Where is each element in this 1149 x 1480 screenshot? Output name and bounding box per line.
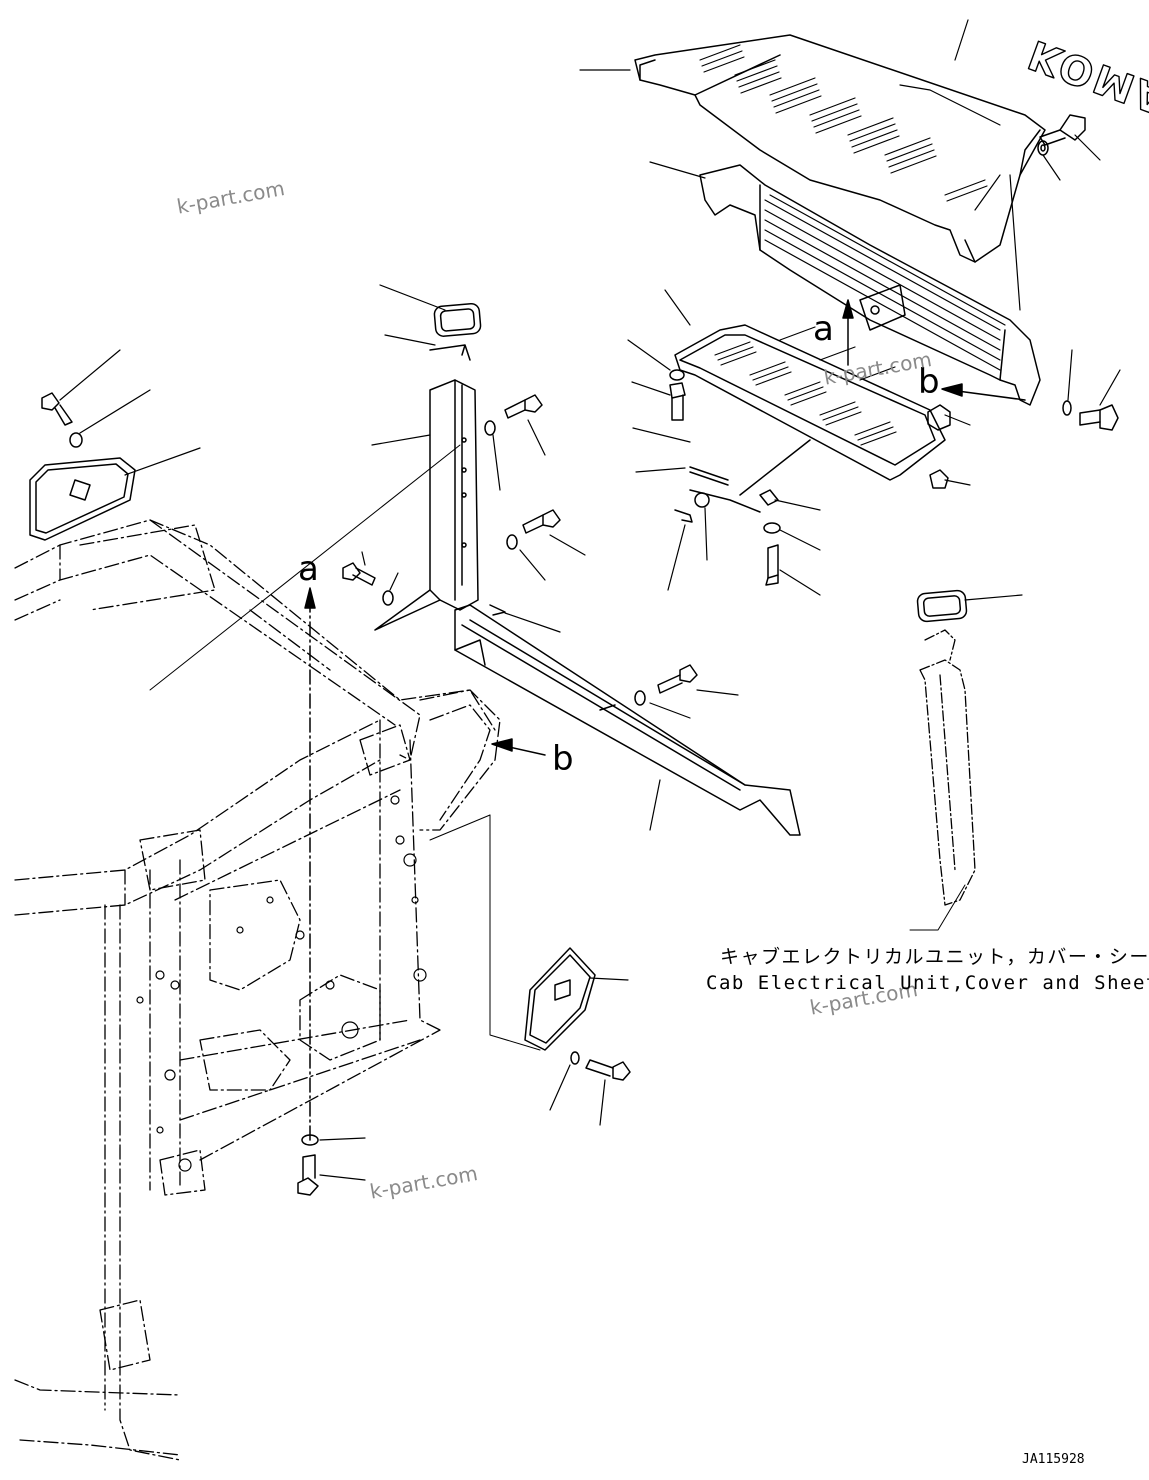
bolt-top-right (1039, 114, 1086, 146)
bolt-stud (765, 544, 779, 586)
ref-label-a-upper: a (813, 309, 834, 349)
bolt-frame-left (41, 392, 73, 426)
cab-frame-outline (14, 519, 501, 1461)
caption-japanese: キャブエレクトリカルユニット，カバー・シート (720, 946, 1149, 968)
hook-clip (429, 344, 471, 361)
seal-top (433, 302, 482, 337)
caption-english: Cab Electrical Unit,Cover and Sheet (706, 972, 1149, 994)
bolt-post-2 (522, 509, 561, 534)
drawing-code: JA115928 (1022, 1452, 1085, 1467)
seal-right (916, 589, 968, 623)
leader-lines (59, 19, 1121, 1181)
louver-slats (764, 194, 1006, 371)
ref-arrow-b-upper (941, 383, 1026, 401)
ref-arrow-b-lower (491, 738, 546, 756)
ref-label-b-lower: b (552, 739, 574, 779)
cover-plate-right (524, 947, 596, 1051)
bolt-bottom (297, 1154, 319, 1196)
frame-holes (136, 795, 427, 1172)
ref-label-b-upper: b (918, 362, 940, 402)
bolt-right-b (1079, 404, 1119, 431)
louver-cover (699, 164, 1041, 406)
bolt-beam (657, 664, 698, 694)
ref-arrow-a-lower (304, 587, 316, 1141)
base-plate (674, 324, 946, 481)
trim-strip (919, 629, 976, 906)
top-cover-panel (634, 34, 1046, 263)
springs-and-pins (489, 439, 811, 616)
base-plate-vents (714, 326, 897, 446)
louver-bracket (859, 284, 906, 331)
cover-plate-left (29, 457, 136, 541)
bolt-cover-right (585, 1059, 631, 1081)
horizontal-beam (454, 604, 801, 836)
top-cover-vents (699, 44, 988, 202)
ref-label-a-lower: a (298, 549, 319, 589)
bolt-plate-left (669, 382, 686, 421)
bolt-post-3 (342, 562, 376, 586)
ref-arrow-a-upper (842, 299, 854, 366)
bolt-post-1 (504, 394, 543, 419)
